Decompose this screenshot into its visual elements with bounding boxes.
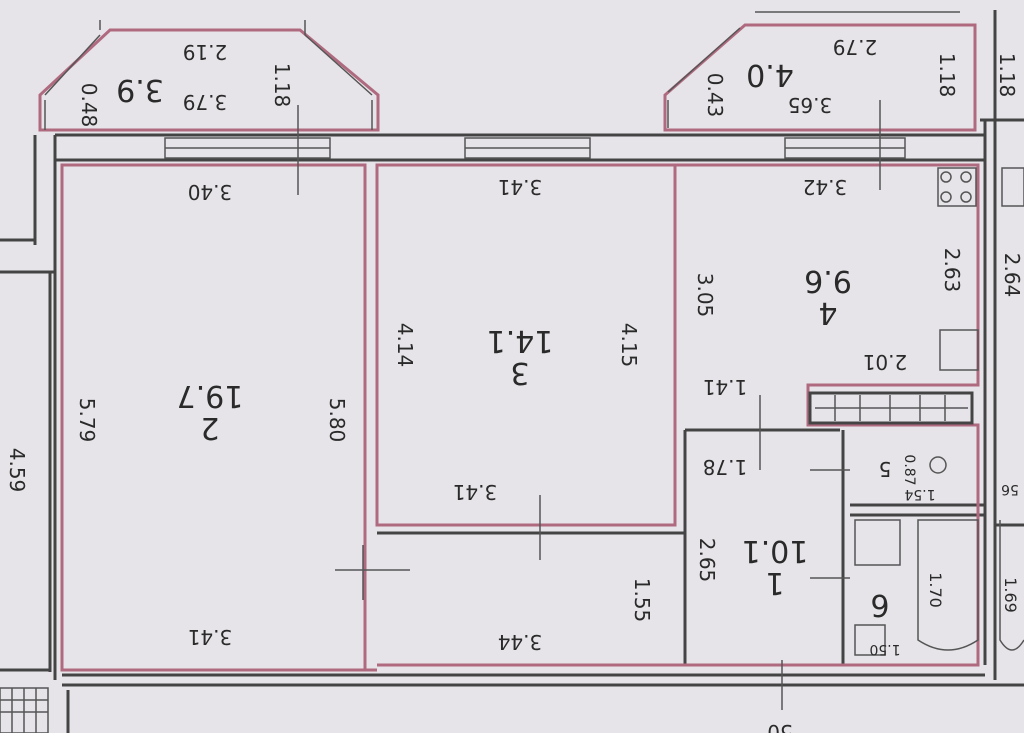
windows: [44, 11, 960, 195]
room3-area: 14.1: [487, 323, 554, 358]
dim-bath-170: 1.70: [926, 572, 945, 608]
room4-number: 4: [818, 295, 837, 330]
dim-wc-154: 1.54: [904, 486, 935, 502]
dim-bl-048: 0.48: [77, 83, 101, 128]
dim-bath-150: 1.50: [869, 641, 900, 657]
dim-r4-201: 2.01: [863, 350, 908, 374]
dim-r3-right: 4.15: [617, 323, 641, 368]
dim-r4-263: 2.63: [940, 248, 964, 293]
fixtures: [0, 167, 1024, 733]
dim-hall-344: 3.44: [498, 630, 543, 654]
balcony-left-area: 3.9: [116, 72, 164, 107]
dim-ext-169: 1.69: [1001, 577, 1020, 613]
room2-number: 2: [200, 410, 219, 445]
dim-r3-top: 3.41: [498, 175, 543, 199]
room6-number: 6: [870, 587, 889, 622]
dim-r4-305: 3.05: [693, 273, 717, 318]
dim-r2-bottom: 3.41: [188, 625, 233, 649]
labels: 2 19.7 3 14.1 4 9.6 1 10.1 5 6 3.9 4.0 2…: [5, 35, 1024, 733]
dim-r1-265: 2.65: [695, 538, 719, 583]
balcony-right-area: 4.0: [746, 57, 794, 92]
room3-number: 3: [510, 355, 529, 390]
dim-bl-118: 1.18: [270, 63, 294, 108]
dim-r3-left: 4.14: [393, 323, 417, 368]
dim-bl-379: 3.79: [183, 90, 228, 114]
dim-ext-264: 2.64: [1000, 253, 1024, 298]
dim-r2-top: 3.40: [188, 180, 233, 204]
room1-area: 10.1: [742, 533, 809, 568]
room2-area: 19.7: [177, 378, 244, 413]
dim-ext-56: 56: [1001, 481, 1019, 497]
dim-edge-118: 1.18: [995, 53, 1019, 98]
dim-ext-50: 50: [767, 720, 792, 733]
dim-br-279: 2.79: [833, 35, 878, 59]
dim-br-365: 3.65: [788, 93, 833, 117]
dim-bl-219: 2.19: [183, 40, 228, 64]
dim-r4-141: 1.41: [703, 375, 748, 399]
dim-br-118: 1.18: [935, 53, 959, 98]
dim-r4-top: 3.42: [803, 175, 848, 199]
room5-number: 5: [879, 457, 892, 481]
dim-wc-087: 0.87: [901, 454, 917, 485]
dim-br-043: 0.43: [703, 73, 727, 118]
dim-r3-bottom: 3.41: [453, 480, 498, 504]
dim-ext-459: 4.59: [5, 448, 29, 493]
dim-r2-right: 5.80: [325, 398, 349, 443]
dim-r2-left: 5.79: [75, 398, 99, 443]
dim-r1-178: 1.78: [703, 455, 748, 479]
dim-hall-155: 1.55: [630, 578, 654, 623]
room4-area: 9.6: [804, 263, 852, 298]
room1-number: 1: [765, 565, 784, 600]
